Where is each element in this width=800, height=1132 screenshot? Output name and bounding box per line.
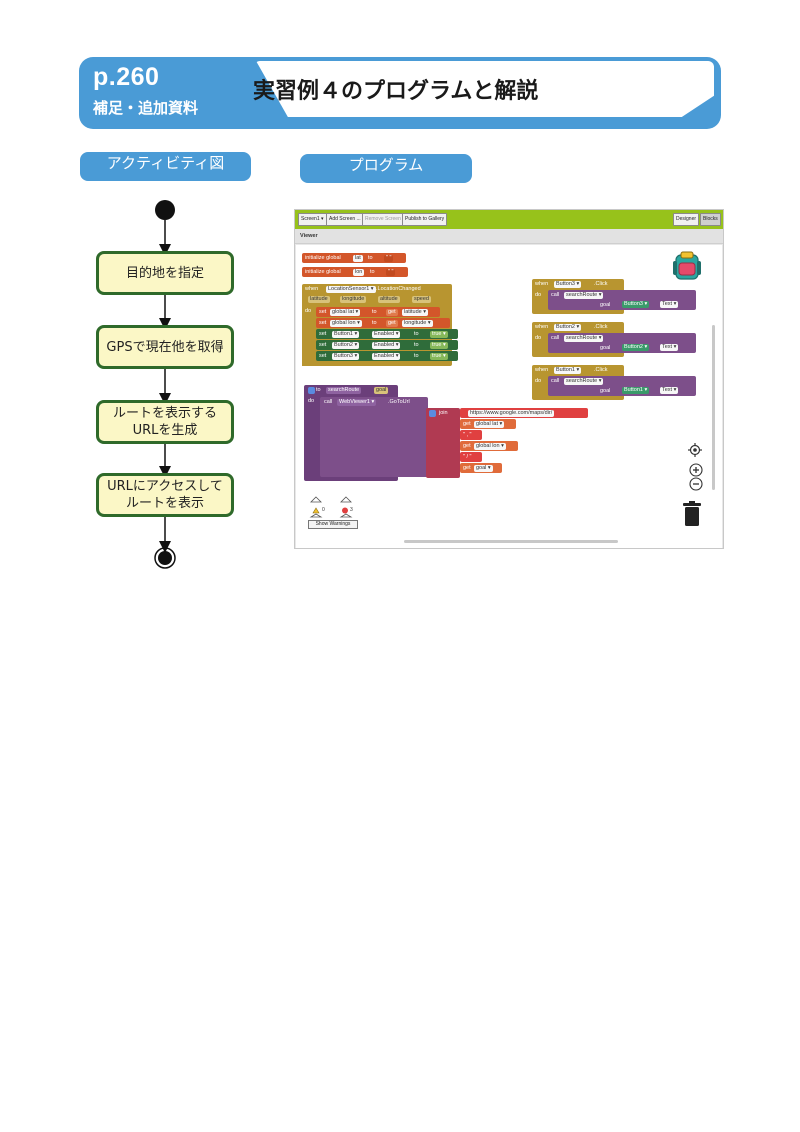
activity-flow-lines [154,200,176,569]
screen-select[interactable]: Screen1 ▾ [298,213,327,226]
get-global-lat-block[interactable]: get global lat ▾ [460,419,516,429]
warning-indicator-icons [309,496,353,518]
program-label: プログラム [300,154,472,183]
zoom-out-icon[interactable] [689,477,703,491]
webviewer-gotourl-block[interactable]: call WebViewer1 ▾ .GoToUrl url [320,397,438,477]
zoom-in-icon[interactable] [689,463,703,477]
init-global-lat-block[interactable]: initialize global lat to " " [302,253,406,263]
header-title-panel [254,61,714,117]
end-node-ring [154,547,176,569]
comma-text-block[interactable]: " , " [460,430,482,440]
join-gear-icon[interactable] [429,409,436,417]
backpack-icon[interactable] [670,249,704,283]
set-global-lon-block[interactable]: set global lon ▾ to get longitude ▾ [316,318,450,328]
get-goal-block[interactable]: get goal ▾ [460,463,502,473]
end-node [158,551,172,565]
join-block[interactable]: join [426,408,460,478]
vertical-scrollbar[interactable] [712,325,715,490]
warning-count: 0 [322,507,325,513]
trash-icon[interactable] [682,501,702,527]
add-screen-button[interactable]: Add Screen ... [326,213,364,226]
url-text-block[interactable]: https://www.google.com/maps/dir/ [460,408,588,418]
set-button3-enabled-block[interactable]: set Button3 ▾ Enabled ▾ to true ▾ [316,351,458,361]
call-searchroute-button2[interactable]: call searchRoute ▾ goal Button2 ▾ Text ▾ [548,333,696,353]
init-global-lon-block[interactable]: initialize global lon to " " [302,267,408,277]
blocks-canvas[interactable]: initialize global lat to " " initialize … [296,245,722,548]
blocks-button[interactable]: Blocks [700,213,721,226]
start-node [155,200,175,220]
app-inventor-screenshot: Screen1 ▾ Add Screen ... Remove Screen P… [294,209,724,549]
viewer-bar: Viewer [295,229,723,244]
app-inventor-toolbar: Screen1 ▾ Add Screen ... Remove Screen P… [295,210,723,229]
set-button1-enabled-block[interactable]: set Button1 ▾ Enabled ▾ to true ▾ [316,329,458,339]
page-title: 実習例４のプログラムと解説 [253,79,539,104]
page-header: p.260 補足・追加資料 実習例４のプログラムと解説 [79,57,721,129]
error-count: 3 [350,507,353,513]
horizontal-scrollbar[interactable] [404,540,618,543]
slash-text-block[interactable]: " / " [460,452,482,462]
step-show-route: URLにアクセスして ルートを表示 [96,473,234,517]
procedure-gear-icon[interactable] [308,386,315,394]
remove-screen-button[interactable]: Remove Screen [362,213,404,226]
call-searchroute-button1[interactable]: call searchRoute ▾ goal Button1 ▾ Text ▾ [548,376,696,396]
designer-button[interactable]: Designer [673,213,700,226]
activity-diagram: 目的地を指定 GPSで現在他を取得 ルートを表示する URLを生成 URLにアク… [90,195,240,575]
activity-diagram-label: アクティビティ図 [80,152,251,181]
show-warnings-button[interactable]: Show Warnings [308,520,358,529]
step-build-url: ルートを表示する URLを生成 [96,400,234,444]
publish-gallery-button[interactable]: Publish to Gallery [402,213,448,226]
center-target-icon[interactable] [688,443,702,457]
set-global-lat-block[interactable]: set global lat ▾ to get latitude ▾ [316,307,440,317]
warnings-panel: 0 3 Show Warnings [308,495,368,535]
page-number: p.260 [93,63,160,91]
set-button2-enabled-block[interactable]: set Button2 ▾ Enabled ▾ to true ▾ [316,340,458,350]
call-searchroute-button3[interactable]: call searchRoute ▾ goal Button3 ▾ Text ▾ [548,290,696,310]
page-subtitle: 補足・追加資料 [93,99,199,117]
get-global-lon-block[interactable]: get global lon ▾ [460,441,518,451]
step-get-gps: GPSで現在他を取得 [96,325,234,369]
step-set-destination: 目的地を指定 [96,251,234,295]
